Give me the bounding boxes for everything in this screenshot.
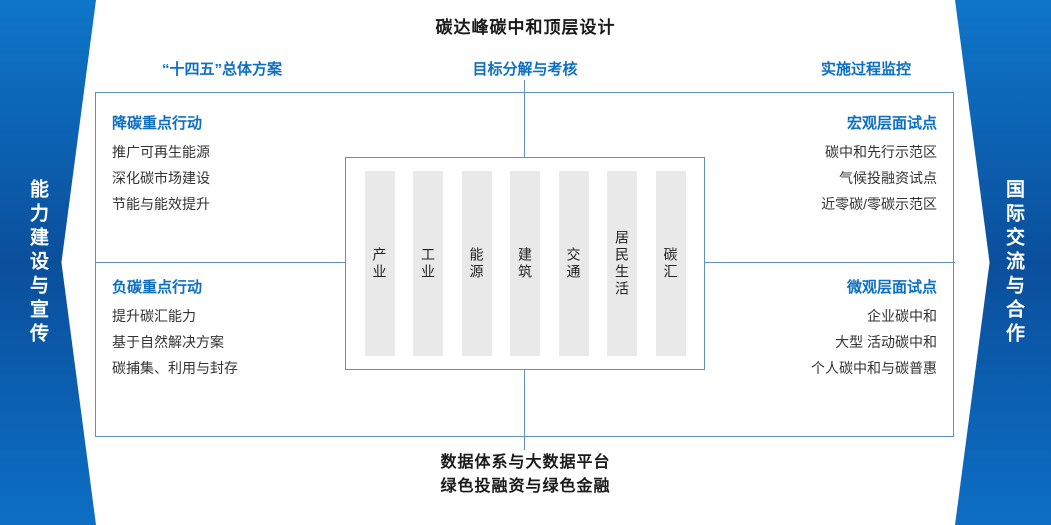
section-item: 大型 活动碳中和 [835,334,937,350]
section-micro-pilot: 微观层面试点 企业碳中和 大型 活动碳中和 个人碳中和与碳普惠 [811,276,937,387]
sector-pillar-energy: 能源 [461,171,492,356]
section-item: 节能与能效提升 [112,196,210,212]
section-item: 碳中和先行示范区 [825,144,937,160]
top-label-overall-plan: “十四五”总体方案 [161,61,282,78]
divider-line-right [704,262,955,263]
section-macro-pilot: 宏观层面试点 碳中和先行示范区 气候投融资试点 近零碳/零碳示范区 [821,112,937,223]
sector-label: 工业 [420,246,436,281]
right-banner-label: 国际交流与合作 [1003,178,1024,347]
sector-pillar-building: 建筑 [510,171,540,356]
section-item: 碳捕集、利用与封存 [112,360,238,376]
top-label-target-assessment: 目标分解与考核 [472,61,578,78]
sector-label: 居民生活 [614,229,630,298]
sector-label: 建筑 [517,246,533,281]
sector-pillar-transport: 交通 [558,171,589,356]
section-carbon-reduction: 降碳重点行动 推广可再生能源 深化碳市场建设 节能与能效提升 [112,112,210,223]
section-negative-carbon: 负碳重点行动 提升碳汇能力 基于自然解决方案 碳捕集、利用与封存 [112,276,238,387]
bottom-line-green-finance: 绿色投融资与绿色金融 [440,478,611,495]
sector-label: 产业 [371,246,388,281]
connector-line-top [524,80,525,158]
sector-label: 能源 [468,246,485,281]
section-item: 深化碳市场建设 [112,170,210,186]
section-item: 提升碳汇能力 [112,308,196,324]
section-title-macro-pilot: 宏观层面试点 [846,115,937,132]
sector-pillar-carbon-sink: 碳汇 [655,171,686,356]
sectors-box: 产业 工业 能源 建筑 交通 居民生活 碳汇 [345,157,705,370]
section-title-micro-pilot: 微观层面试点 [846,279,937,296]
diagram-title: 碳达峰碳中和顶层设计 [435,18,616,37]
sector-label: 碳汇 [662,246,679,281]
section-item: 气候投融资试点 [839,170,937,186]
sector-label: 交通 [565,246,582,281]
section-item: 企业碳中和 [867,308,937,324]
section-item: 基于自然解决方案 [112,334,224,350]
section-item: 近零碳/零碳示范区 [821,196,937,212]
section-title-carbon-reduction: 降碳重点行动 [112,115,203,132]
top-label-process-monitoring: 实施过程监控 [820,61,911,78]
section-item: 个人碳中和与碳普惠 [811,360,937,376]
bottom-line-data-platform: 数据体系与大数据平台 [440,454,611,471]
left-banner: 能力建设与宣传 [0,0,96,525]
sector-pillar-residential-life: 居民生活 [607,171,637,356]
section-item: 推广可再生能源 [112,144,210,160]
divider-line-left [95,262,346,263]
left-banner-label: 能力建设与宣传 [27,178,48,347]
connector-line-bottom [524,370,525,450]
sector-pillar-industry: 工业 [413,171,443,356]
sector-pillar-industry-chain: 产业 [364,171,395,356]
section-title-negative-carbon: 负碳重点行动 [112,279,203,296]
bottom-caption: 数据体系与大数据平台 绿色投融资与绿色金融 [0,451,1051,499]
